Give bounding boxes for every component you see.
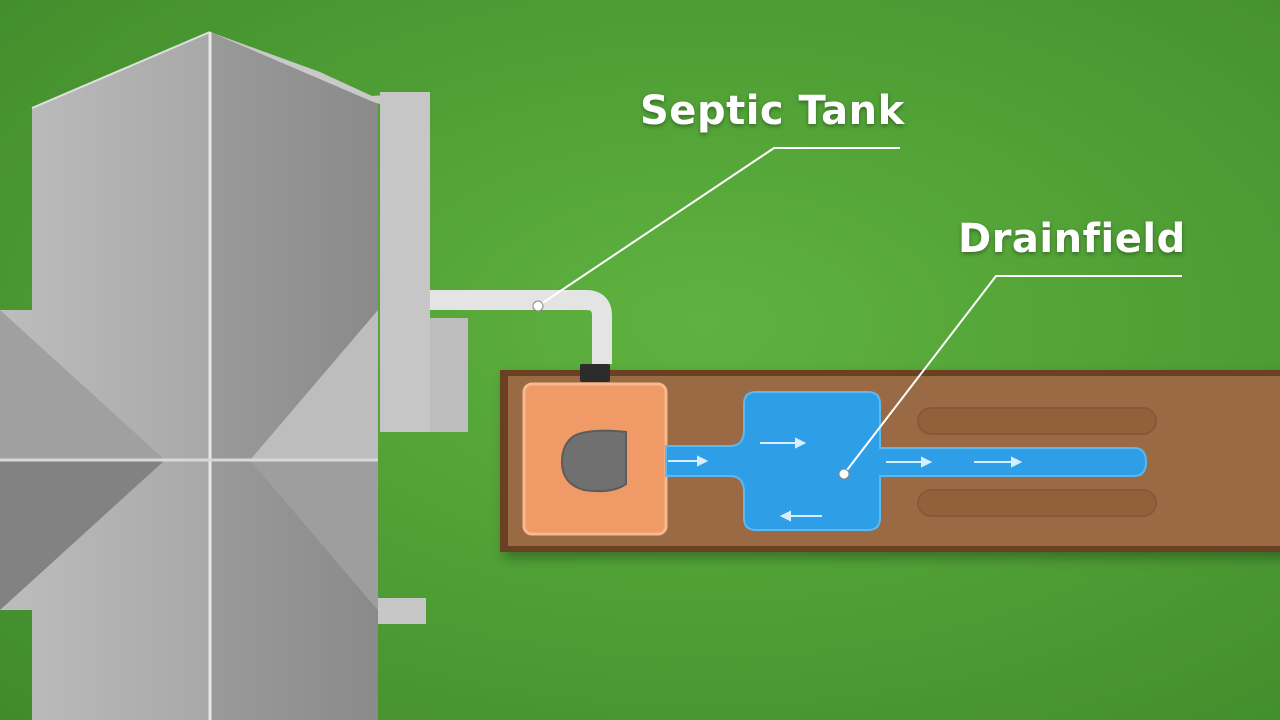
drainfield-leader-dot [838, 468, 850, 480]
arrow-right-icon [974, 456, 1023, 468]
callout-lines [537, 147, 1182, 475]
drainfield-label: Drainfield [958, 216, 1186, 262]
septic-tank-leader-dot [532, 300, 544, 312]
effluent-flow [665, 391, 1148, 531]
arrow-right-icon [668, 455, 709, 467]
septic-tank-leader [537, 147, 900, 307]
drain-lateral-lines [917, 407, 1157, 517]
septic-tank [522, 382, 668, 536]
house-to-tank-pipe [430, 290, 612, 382]
tank-baffle [560, 429, 627, 493]
arrow-right-icon [760, 437, 807, 449]
house-roof [0, 31, 468, 720]
arrow-right-icon [886, 456, 933, 468]
arrow-left-icon [779, 510, 822, 522]
septic-tank-label: Septic Tank [640, 88, 905, 134]
drainfield-leader [843, 275, 1182, 475]
